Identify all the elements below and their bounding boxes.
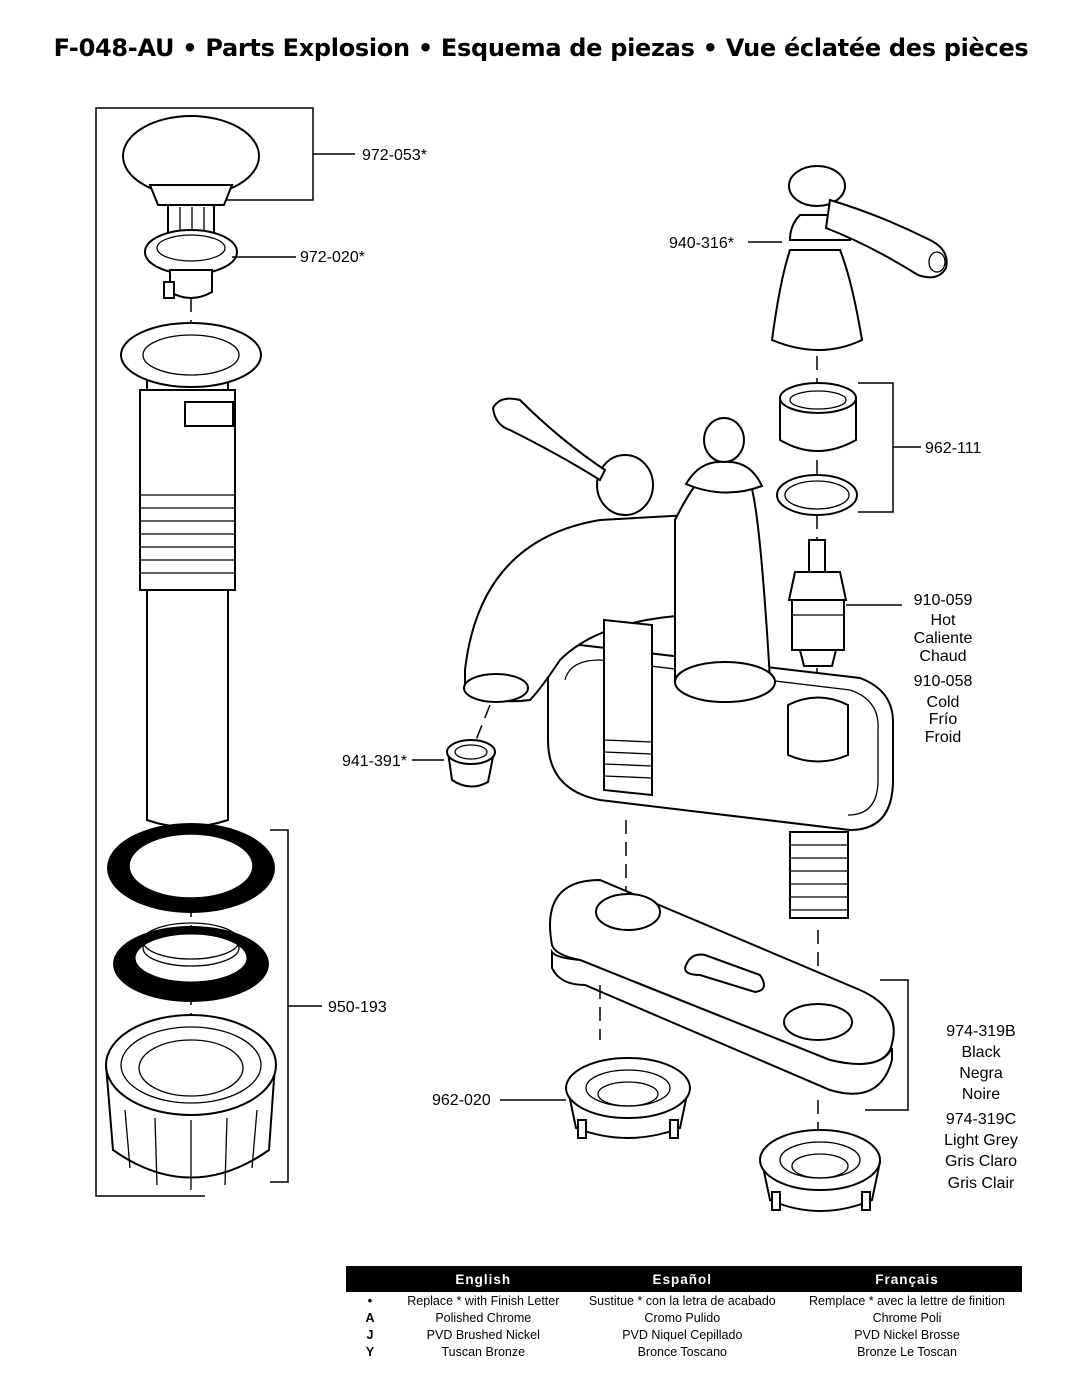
finish-table: English Español Français • Replace * wit… — [346, 1266, 1022, 1360]
finish-english: PVD Brushed Nickel — [426, 1327, 540, 1342]
stopper-stem — [144, 204, 238, 299]
label-cold-fr: Froid — [925, 729, 961, 746]
finish-spanish: Cromo Pulido — [644, 1310, 721, 1325]
finish-french: Bronze Le Toscan — [857, 1344, 957, 1359]
label-grey-es: Gris Claro — [945, 1153, 1017, 1170]
drain-stopper-cap — [122, 115, 260, 206]
label-cold-en: Cold — [927, 694, 960, 711]
label-black-en: Black — [961, 1044, 1001, 1061]
label-974-319C: 974-319C — [946, 1111, 1016, 1128]
finish-english: Tuscan Bronze — [441, 1344, 526, 1359]
page-title: F-048-AU • Parts Explosion • Esquema de … — [53, 34, 1029, 62]
table-row: J PVD Brushed Nickel PVD Niquel Cepillad… — [346, 1326, 1022, 1343]
label-940-316: 940-316* — [669, 235, 734, 252]
finish-code: A — [365, 1310, 375, 1325]
label-grey-en: Light Grey — [944, 1132, 1018, 1149]
gasket-nut-bracket — [270, 829, 289, 1183]
table-row: A Polished Chrome Cromo Pulido Chrome Po… — [346, 1309, 1022, 1326]
finish-spanish: Sustitue * con la letra de acabado — [588, 1293, 776, 1308]
finish-table-header: English Español Français — [346, 1266, 1022, 1292]
faucet-body — [463, 397, 894, 832]
drain-assembly-bracket — [95, 107, 205, 1197]
label-972-020: 972-020* — [300, 249, 365, 266]
drain-gasket — [107, 823, 275, 913]
label-black-es: Negra — [959, 1065, 1003, 1082]
finish-spanish: Bronce Toscano — [637, 1344, 727, 1359]
label-962-111: 962-111 — [925, 440, 981, 457]
parts-explosion-diagram: 972-053* 972-020* 940-316* 962-111 910-0… — [95, 107, 1018, 1212]
label-941-391: 941-391* — [342, 753, 407, 770]
finish-header-spanish: Español — [572, 1266, 792, 1292]
bonnet-bracket — [858, 382, 894, 513]
label-hot-en: Hot — [931, 612, 956, 629]
label-black-fr: Noire — [962, 1086, 1000, 1103]
finish-french: Remplace * avec la lettre de finition — [809, 1293, 1005, 1308]
drain-nut — [104, 1014, 277, 1190]
label-hot-fr: Chaud — [919, 648, 966, 665]
label-972-053: 972-053* — [362, 147, 427, 164]
label-910-059: 910-059 — [914, 592, 973, 609]
finish-french: PVD Nickel Brosse — [854, 1327, 960, 1342]
faucet-shank — [789, 831, 849, 919]
drain-washer — [113, 922, 269, 1002]
escutcheon-plate — [549, 878, 895, 1095]
finish-header-french: Français — [792, 1266, 1022, 1292]
mounting-nut-right — [759, 1129, 882, 1212]
finish-french: Chrome Poli — [872, 1310, 942, 1325]
lever-handle — [770, 165, 948, 351]
drain-body — [120, 322, 262, 828]
bonnet-nut — [776, 382, 858, 516]
label-hot-es: Caliente — [914, 630, 973, 647]
label-cold-es: Frío — [929, 711, 958, 728]
label-974-319B: 974-319B — [946, 1023, 1015, 1040]
label-grey-fr: Gris Clair — [948, 1175, 1015, 1192]
finish-code: • — [367, 1293, 373, 1308]
mounting-nut-left — [565, 1057, 691, 1139]
finish-code: J — [366, 1327, 374, 1342]
finish-code: Y — [365, 1344, 375, 1359]
plate-bracket — [865, 979, 909, 1111]
valve-cartridge — [787, 539, 848, 667]
label-910-058: 910-058 — [914, 673, 973, 690]
finish-spanish: PVD Niquel Cepillado — [622, 1327, 743, 1342]
finish-english: Polished Chrome — [435, 1310, 532, 1325]
finish-code-header — [346, 1266, 394, 1292]
table-row: • Replace * with Finish Letter Sustitue … — [346, 1292, 1022, 1309]
label-962-020: 962-020 — [432, 1092, 491, 1109]
finish-header-english: English — [394, 1266, 573, 1292]
aerator — [446, 739, 496, 788]
table-row: Y Tuscan Bronze Bronce Toscano Bronze Le… — [346, 1343, 1022, 1360]
label-950-193: 950-193 — [328, 999, 387, 1016]
finish-english: Replace * with Finish Letter — [407, 1293, 560, 1308]
